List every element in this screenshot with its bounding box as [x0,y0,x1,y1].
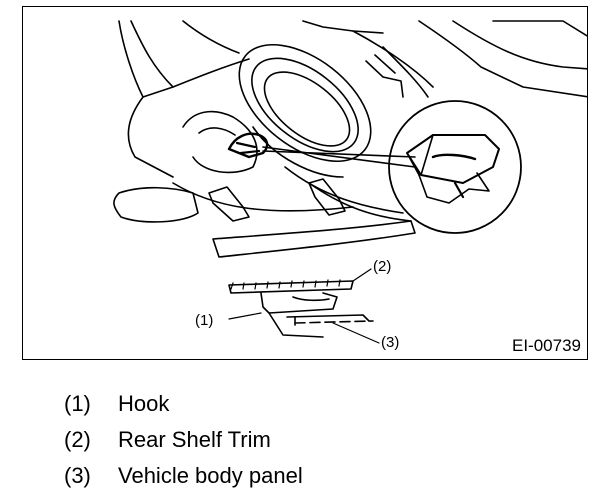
shelf-trim-strip [172,166,416,258]
legend-item: (1) Hook [64,386,303,422]
body-panel-outline [118,20,587,178]
shelf-slots [113,110,346,223]
callout-leaders [228,268,380,344]
legend-item: (2) Rear Shelf Trim [64,422,303,458]
body-panel-section [286,314,374,326]
clip-hole [227,132,269,159]
callout-2-label: (2) [373,258,392,275]
legend-number: (2) [64,427,91,452]
figure-frame: (2) (1) (3) EI-00739 [22,6,588,360]
legend-label: Hook [118,391,170,416]
legend-number: (3) [64,463,91,488]
legend-label: Rear Shelf Trim [118,427,271,452]
rear-shelf-illustration [113,20,587,344]
callout-3-label: (3) [381,334,400,351]
legend-item: (3) Vehicle body panel [64,458,303,494]
leader-line [262,146,416,168]
callout-1-label: (1) [195,312,214,329]
magnified-view [388,100,522,234]
legend-list: (1) Hook (2) Rear Shelf Trim (3) Vehicle… [64,386,303,494]
trim-section [228,279,354,338]
figure-id-label: EI-00739 [512,336,581,355]
legend-label: Vehicle body panel [118,463,303,488]
legend-number: (1) [64,391,91,416]
